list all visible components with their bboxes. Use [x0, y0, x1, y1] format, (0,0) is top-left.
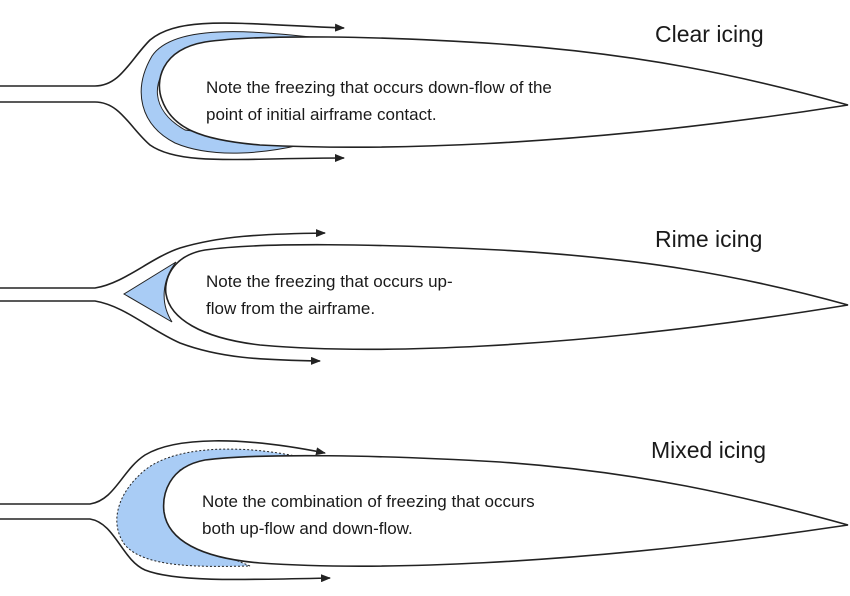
note-line: Note the combination of freezing that oc…: [202, 492, 535, 511]
note-line: Note the freezing that occurs up-: [206, 272, 453, 291]
note-line: Note the freezing that occurs down-flow …: [206, 78, 552, 97]
mixed-icing-panel: [0, 440, 849, 583]
airfoil: [164, 243, 849, 351]
panel-title-rime-icing: Rime icing: [655, 226, 763, 252]
mixed-icing-note: Note the combination of freezing that oc…: [202, 488, 535, 542]
airflow-line-lower: [0, 518, 331, 583]
airflow-line-upper: [0, 22, 345, 87]
note-line: point of initial airframe contact.: [206, 105, 437, 124]
airfoil: [162, 454, 849, 567]
rime-icing-panel: [0, 229, 849, 365]
note-line: flow from the airframe.: [206, 299, 376, 318]
airflow-line-lower: [0, 300, 321, 365]
note-line: both up-flow and down-flow.: [202, 519, 413, 538]
airflow-line-upper: [0, 229, 326, 289]
clear-icing-note: Note the freezing that occurs down-flow …: [206, 74, 552, 128]
airflow-line-upper: [0, 440, 326, 505]
rime-icing-note: Note the freezing that occurs up- flow f…: [206, 268, 453, 322]
clear-icing-panel: [0, 22, 849, 163]
panel-title-mixed-icing: Mixed icing: [651, 437, 767, 463]
airfoil: [158, 36, 849, 148]
panel-title-clear-icing: Clear icing: [655, 21, 764, 47]
airflow-line-lower: [0, 101, 345, 163]
